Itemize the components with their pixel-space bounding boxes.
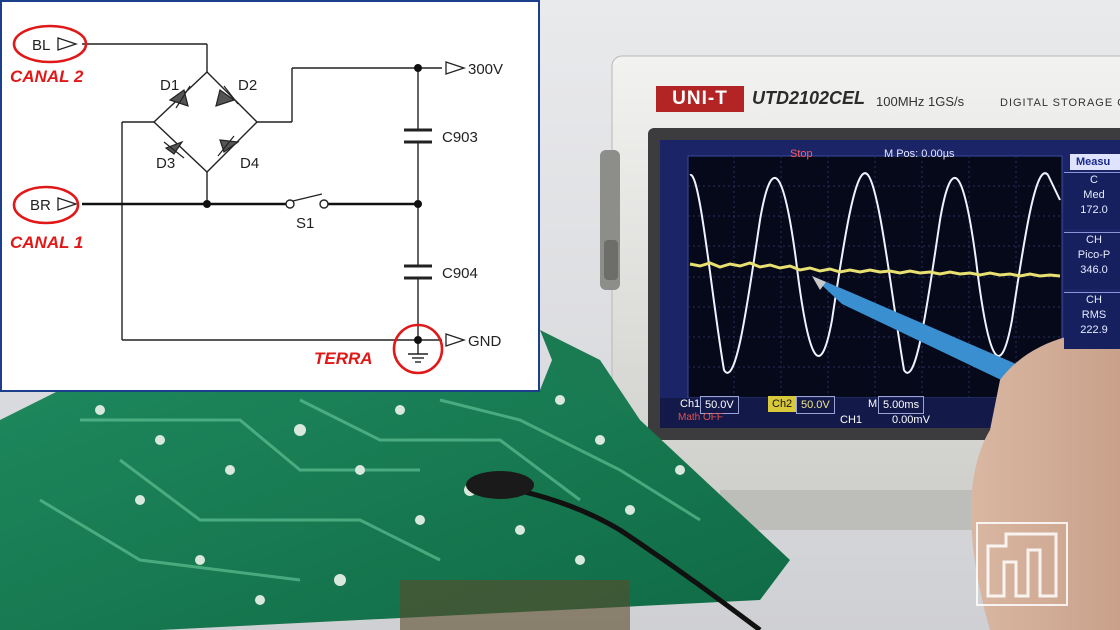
port-br-arrow — [57, 197, 79, 211]
measure-panel-title: Measu — [1070, 154, 1120, 170]
diode-d3 — [164, 140, 184, 155]
canal1-highlight — [12, 185, 80, 225]
terra-annotation: TERRA — [314, 349, 373, 368]
d3-label: D3 — [156, 155, 175, 172]
run-state: Stop — [790, 148, 813, 160]
port-300v-arrow — [445, 61, 467, 75]
d1-label: D1 — [160, 77, 179, 94]
diode-d2 — [215, 88, 236, 107]
c904-label: C904 — [442, 265, 478, 282]
d4-label: D4 — [240, 155, 259, 172]
terra-highlight — [392, 323, 444, 375]
timebase-label: M — [868, 398, 878, 410]
brand-logo: UNI-T — [656, 86, 744, 112]
ch1-label: Ch1 — [680, 398, 701, 410]
hand — [971, 330, 1120, 630]
pcb-board — [0, 330, 790, 630]
schematic-inset: BL BR 300V GND D1 D2 D3 D4 C903 C904 S1 … — [0, 0, 540, 392]
measure-box-2: CH Pico-P 346.0 — [1064, 232, 1120, 289]
spec-label: 100MHz 1GS/s — [876, 94, 965, 109]
port-bl-arrow — [57, 37, 79, 51]
port-300v-label: 300V — [468, 61, 503, 78]
s1-label: S1 — [296, 215, 314, 232]
port-br-label: BR — [30, 197, 51, 214]
port-gnd-label: GND — [468, 333, 502, 350]
trigger-source: CH1 — [840, 414, 863, 426]
ch2-scale: 50.0V — [796, 396, 835, 414]
ch1-waveform — [689, 172, 1061, 374]
timebase-scale: 5.00ms — [878, 396, 925, 414]
model-label: UTD2102CEL — [752, 88, 866, 108]
m-pos-readout: M Pos: 0.00µs — [884, 148, 955, 160]
ch1-scale: 50.0V — [700, 396, 739, 414]
measure-box-3: CH RMS 222.9 — [1064, 292, 1120, 349]
d2-label: D2 — [238, 77, 257, 94]
canal2-highlight — [12, 24, 88, 64]
canal1-annotation: CANAL 1 — [10, 233, 83, 252]
ch2-waveform — [689, 261, 1061, 278]
math-status: Math OFF — [678, 412, 724, 423]
dso-label: DIGITAL STORAGE OSC — [1000, 97, 1120, 109]
channel-logo — [976, 522, 1068, 606]
port-gnd-arrow — [445, 333, 467, 347]
port-bl-label: BL — [32, 37, 50, 54]
c903-label: C903 — [442, 129, 478, 146]
schematic-diagram: BL BR 300V GND D1 D2 D3 D4 C903 C904 S1 … — [10, 24, 503, 375]
measure-box-1: C Med 172.0 — [1064, 172, 1120, 229]
trigger-level: 0.00mV — [892, 414, 930, 426]
ch2-label: Ch2 — [768, 396, 797, 412]
canal2-annotation: CANAL 2 — [10, 67, 84, 86]
diode-d4 — [219, 139, 240, 153]
switch-s1 — [285, 193, 329, 209]
